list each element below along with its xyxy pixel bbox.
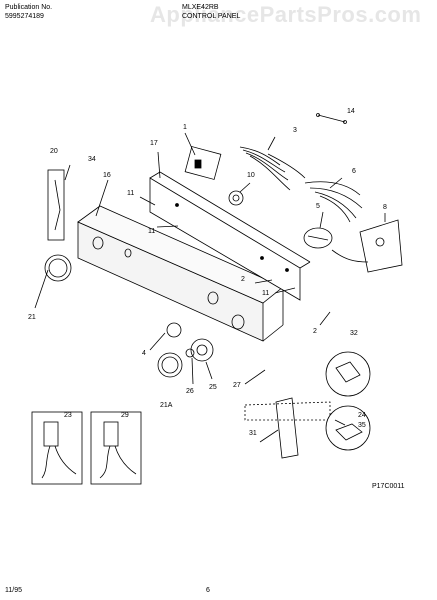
callout-1: 1 — [183, 124, 187, 131]
publication-number: 5995274189 — [5, 13, 44, 20]
end-cap — [47, 169, 65, 241]
callout-26: 26 — [186, 388, 194, 395]
inset-29 — [90, 411, 142, 485]
callout-32: 32 — [350, 330, 358, 337]
callout-24: 24 — [358, 412, 366, 419]
watermark: AppliancePartsPros.com — [150, 2, 422, 27]
callout-21a: 21A — [160, 402, 173, 409]
diagram-code: P17C0011 — [372, 483, 405, 490]
selector-switch — [228, 190, 244, 206]
section-title: CONTROL PANEL — [182, 13, 241, 20]
callout-11c: 11 — [262, 290, 270, 297]
callout-31: 31 — [249, 430, 257, 437]
detail-circle-32 — [325, 351, 371, 397]
footer-date: 11/95 — [5, 587, 22, 594]
wire-harness-3 — [239, 146, 306, 191]
callout-34: 34 — [88, 156, 96, 163]
callout-11b: 11 — [148, 228, 156, 235]
callout-23: 23 — [64, 412, 72, 419]
dial-25 — [190, 338, 214, 362]
callout-10: 10 — [247, 172, 255, 179]
callout-6: 6 — [352, 168, 356, 175]
callout-8: 8 — [383, 204, 387, 211]
bracket-31 — [275, 397, 299, 459]
callout-14: 14 — [347, 108, 355, 115]
callout-2a: 2 — [241, 276, 245, 283]
callout-16: 16 — [103, 172, 111, 179]
callout-5: 5 — [316, 203, 320, 210]
skirt-26 — [185, 348, 195, 358]
knob-4 — [166, 322, 182, 338]
inset-23 — [31, 411, 83, 485]
publication-label: Publication No. — [5, 4, 53, 11]
callout-27: 27 — [233, 382, 241, 389]
callout-4: 4 — [142, 350, 146, 357]
callout-3: 3 — [293, 127, 297, 134]
callout-25: 25 — [209, 384, 217, 391]
wire-14 — [317, 114, 346, 123]
callout-2b: 2 — [313, 328, 317, 335]
callout-17: 17 — [150, 140, 158, 147]
model-number: MLXE42RB — [182, 4, 219, 11]
wire-harness-6 — [304, 181, 363, 223]
detail-circle-35 — [325, 405, 371, 451]
callout-21: 21 — [28, 314, 36, 321]
timer — [184, 146, 222, 180]
console-bracket — [149, 177, 301, 301]
page-number: 6 — [206, 587, 210, 594]
callout-29: 29 — [121, 412, 129, 419]
knob-21a — [157, 352, 183, 378]
callout-11a: 11 — [127, 190, 135, 197]
callout-35: 35 — [358, 422, 366, 429]
callout-20: 20 — [50, 148, 58, 155]
